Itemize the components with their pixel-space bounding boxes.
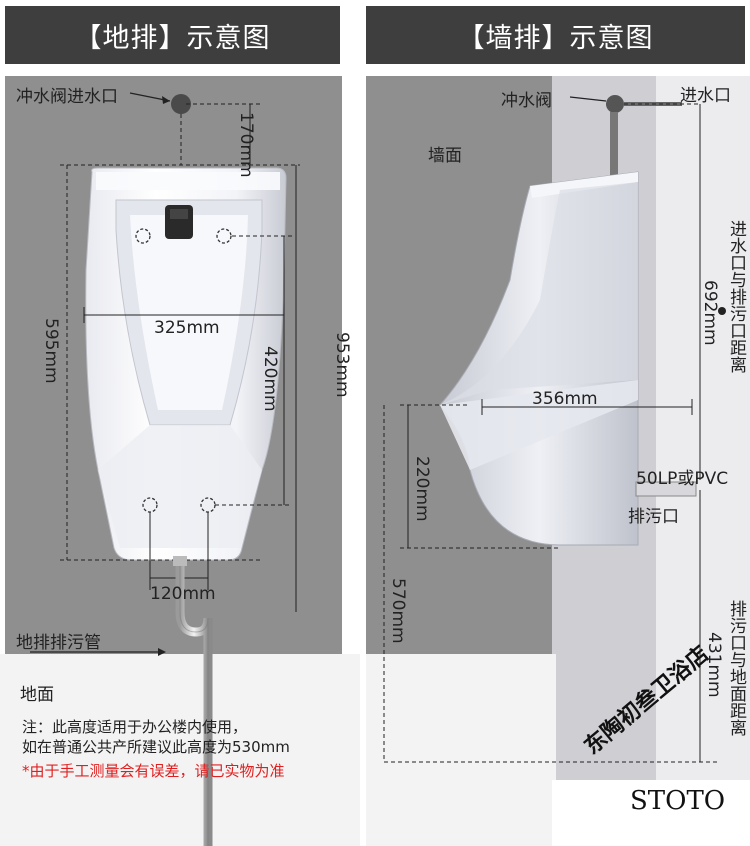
wall-dim-lip: 220mm xyxy=(412,456,432,522)
brand-watermark: STOTO xyxy=(630,786,726,816)
wall-pipe-spec: 50LP或PVC xyxy=(636,469,729,489)
floor-dim-top: 170mm xyxy=(236,112,256,178)
wall-drain-header: 【墙排】示意图 xyxy=(366,6,745,64)
wall-surface-label: 墙面 xyxy=(428,146,462,166)
floor-dim-inner: 420mm xyxy=(260,346,280,412)
wall-inlet-label: 进水口 xyxy=(680,86,731,106)
floor-drain-header: 【地排】示意图 xyxy=(5,6,340,64)
floor-inlet-dot xyxy=(171,94,191,114)
wall-dim-depth: 356mm xyxy=(532,389,598,409)
floor-dim-height: 595mm xyxy=(41,318,61,384)
wall-dim-distance: 692mm xyxy=(700,280,720,346)
wall-floor xyxy=(366,654,556,846)
wall-drain-pipe xyxy=(635,481,697,497)
wall-dim-floor: 570mm xyxy=(388,578,408,644)
floor-dim-bottom: 120mm xyxy=(150,584,216,604)
floor-pipe-label: 地排排污管 xyxy=(16,633,101,653)
wall-drain-label: 排污口 xyxy=(628,507,679,527)
note-line-2: 如在普通公共产所建议此高度为530mm xyxy=(22,738,290,756)
floor-ground xyxy=(0,654,360,846)
floor-inlet-label: 冲水阀进水口 xyxy=(16,87,118,107)
wall-inlet-dot xyxy=(606,95,624,113)
wall-distance-label: 进水口与排污口距离 xyxy=(726,220,746,373)
floor-dim-total: 953mm xyxy=(332,332,352,398)
wall-drain-height-label: 排污口与地面距离 xyxy=(726,600,746,736)
floor-dim-width: 325mm xyxy=(154,318,220,338)
note-line-1: 注：此高度适用于办公楼内使用， xyxy=(22,718,248,736)
wall-valve-label: 冲水阀 xyxy=(501,91,552,111)
floor-ground-label: 地面 xyxy=(20,685,54,705)
warning-note: *由于手工测量会有误差，请已实物为准 xyxy=(22,762,285,780)
